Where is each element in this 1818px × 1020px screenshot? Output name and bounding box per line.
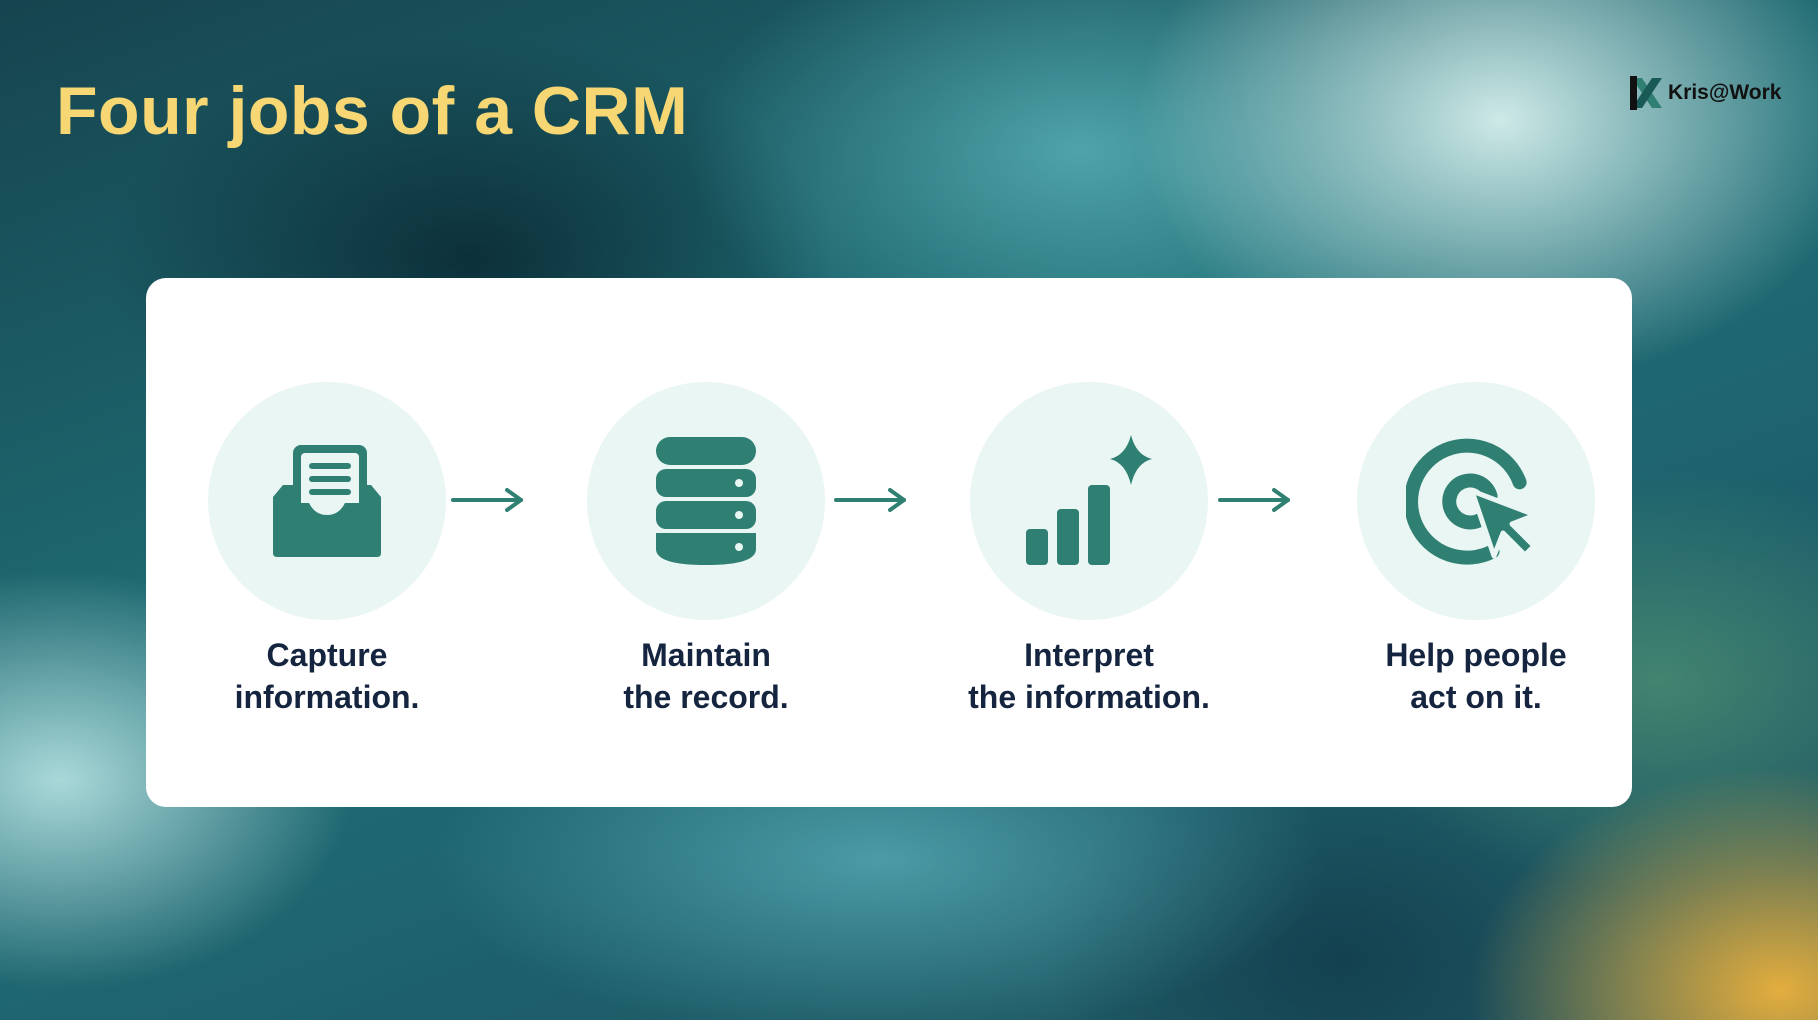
step-capture: Capture information.: [177, 382, 477, 718]
icon-circle: [587, 382, 825, 620]
icon-circle: [970, 382, 1208, 620]
arrow-right-icon: [1218, 488, 1290, 512]
brand-name: Kris@Work: [1668, 81, 1782, 104]
arrow-right-icon: [451, 488, 523, 512]
target-cursor-icon: [1406, 438, 1538, 565]
step-maintain: Maintain the record.: [556, 382, 856, 718]
brand-logo: Kris@Work: [1630, 76, 1781, 110]
bar-chart-sparkle-icon: [1026, 435, 1152, 565]
step-label: Interpret the information.: [968, 637, 1210, 715]
icon-circle: [208, 382, 446, 620]
slide-title: Four jobs of a CRM: [56, 73, 689, 149]
x-logo-icon: [1630, 76, 1662, 110]
icon-circle: [1357, 382, 1595, 620]
step-label: Maintain the record.: [623, 637, 789, 715]
arrow-right-icon: [834, 488, 906, 512]
database-icon: [656, 437, 756, 565]
inbox-tray-icon: [273, 445, 381, 557]
step-interpret: Interpret the information.: [939, 382, 1239, 718]
step-label: Help people act on it.: [1385, 637, 1567, 715]
step-act: Help people act on it.: [1326, 382, 1626, 718]
diagram-card: Capture information. Maintain the record…: [146, 278, 1632, 807]
step-label: Capture information.: [234, 637, 420, 715]
